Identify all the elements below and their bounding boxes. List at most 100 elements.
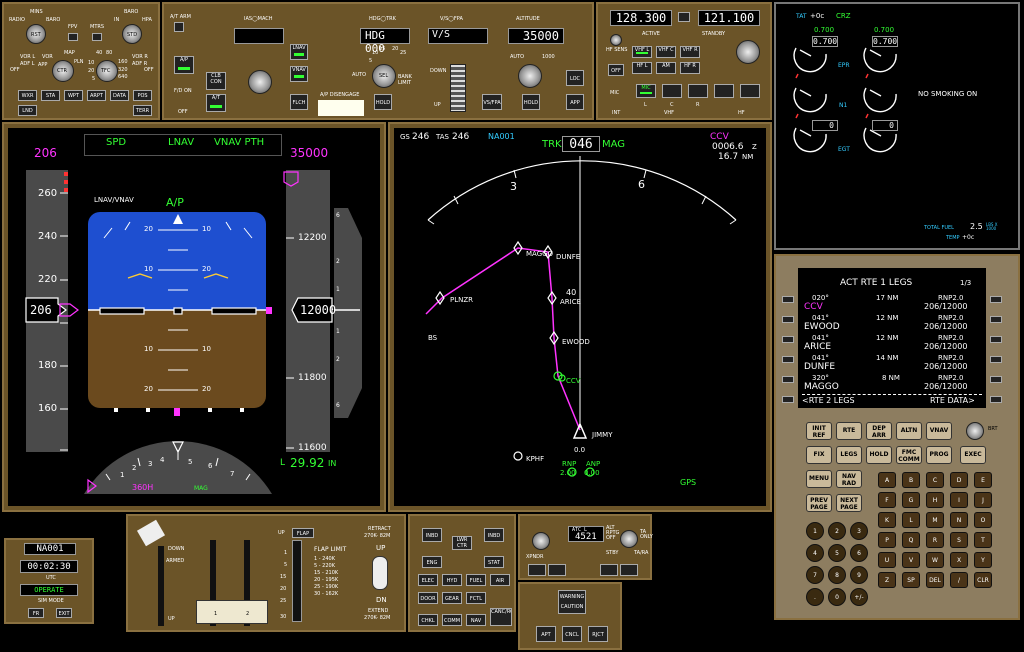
xpdr-ident-3[interactable] [600,564,618,576]
ap-disengage-bar[interactable] [318,100,364,116]
menu-key[interactable]: MENU [806,470,832,488]
prev-page-key[interactable]: PREV PAGE [806,494,832,512]
vs-wheel[interactable] [450,64,466,112]
transfer-button[interactable] [678,12,690,22]
flch-button[interactable]: FLCH [290,94,308,110]
master-warning-light[interactable]: WARNING CAUTION [558,590,586,614]
brightness-knob[interactable] [966,422,984,440]
altn-key[interactable]: ALTN [896,422,922,440]
range-selector-knob[interactable] [96,60,118,82]
alpha-key-p[interactable]: P [878,532,896,548]
next-page-key[interactable]: NEXT PAGE [836,494,862,512]
cancel-button[interactable]: CNCL [562,626,582,642]
alpha-key-j[interactable]: J [974,492,992,508]
hf-l-button[interactable]: HF L [632,62,652,74]
wpt-button[interactable]: WPT [64,90,83,101]
chkl-button[interactable]: CHKL [418,614,438,626]
lnav-button[interactable]: LNAV [290,44,308,60]
arpt-button[interactable]: ARPT [87,90,106,101]
alpha-key-y[interactable]: Y [974,552,992,568]
mic-vhf-c-button[interactable] [662,84,682,98]
fix-key[interactable]: FIX [806,446,832,464]
alpha-key-g[interactable]: G [902,492,920,508]
fctl-button[interactable]: FCTL [466,592,486,604]
alpha-key-v[interactable]: V [902,552,920,568]
exec-key[interactable]: EXEC [960,446,986,464]
mic-vhf-r-button[interactable] [688,84,708,98]
reject-button[interactable]: RJCT [588,626,608,642]
alpha-key-e[interactable]: E [974,472,992,488]
alpha-key-slash[interactable]: / [950,572,968,588]
init-ref-key[interactable]: INIT REF [806,422,832,440]
sta-button[interactable]: STA [41,90,60,101]
alpha-key-a[interactable]: A [878,472,896,488]
exit-button[interactable]: EXIT [56,608,72,618]
comm-button[interactable]: COMM [442,614,462,626]
alpha-key-sp[interactable]: SP [902,572,920,588]
dep-arr-key[interactable]: DEP ARR [866,422,892,440]
vhf-l-button[interactable]: VHF L [632,46,652,58]
clb-con-button[interactable]: CLB CON [206,72,226,90]
inbd-right-button[interactable]: INBD [484,528,504,542]
alpha-key-del[interactable]: DEL [926,572,944,588]
xpdr-ident-2[interactable] [548,564,566,576]
lsk-l6[interactable] [782,396,794,403]
elec-button[interactable]: ELEC [418,574,438,586]
num-key-8[interactable]: 8 [828,566,846,584]
fmc-comm-key[interactable]: FMC COMM [896,446,922,464]
hdg-hold-button[interactable]: HOLD [374,94,392,110]
eng-button[interactable]: ENG [422,556,442,568]
alpha-key-q[interactable]: Q [902,532,920,548]
alpha-key-u[interactable]: U [878,552,896,568]
tcas-mode-knob[interactable] [620,530,638,548]
lsk-r2[interactable] [990,316,1002,323]
am-button[interactable]: AM [656,62,676,74]
alpha-key-l[interactable]: L [902,512,920,528]
lsk-l6-label[interactable]: <RTE 2 LEGS [802,396,855,405]
lsk-r6-label[interactable]: RTE DATA> [930,396,975,405]
vhf-c-button[interactable]: VHF C [656,46,676,58]
alpha-key-b[interactable]: B [902,472,920,488]
fr-button[interactable]: FR [28,608,44,618]
alt-hold-button[interactable]: HOLD [522,94,540,110]
loc-button[interactable]: LOC [566,70,584,86]
alpha-key-f[interactable]: F [878,492,896,508]
num-key-7[interactable]: 7 [806,566,824,584]
alpha-key-m[interactable]: M [926,512,944,528]
alpha-key-c[interactable]: C [926,472,944,488]
alpha-key-n[interactable]: N [950,512,968,528]
alpha-key-z[interactable]: Z [878,572,896,588]
ias-knob[interactable] [248,70,272,94]
baro-knob[interactable] [122,24,142,44]
alpha-key-d[interactable]: D [950,472,968,488]
lsk-l4[interactable] [782,356,794,363]
lsk-r6[interactable] [990,396,1002,403]
lwr-ctr-button[interactable]: LWR CTR [452,536,472,550]
throttle-levers[interactable] [196,600,268,624]
alpha-key-w[interactable]: W [926,552,944,568]
wxr-button[interactable]: WXR [18,90,37,101]
canc-rcl-button[interactable]: CANC/RCL [490,608,512,626]
num-key-0[interactable]: 0 [828,588,846,606]
alpha-key-s[interactable]: S [950,532,968,548]
num-key-3[interactable]: 3 [850,522,868,540]
nav-rad-key[interactable]: NAV RAD [836,470,862,488]
rp-off-button[interactable]: OFF [608,64,624,76]
num-key-6[interactable]: 6 [850,544,868,562]
alpha-key-o[interactable]: O [974,512,992,528]
data-button[interactable]: DATA [110,90,129,101]
gear-lever[interactable] [372,556,388,590]
mic-hf-r-button[interactable] [740,84,760,98]
prog-key[interactable]: PROG [926,446,952,464]
ap-button[interactable]: A/P [174,56,194,74]
lsk-l2[interactable] [782,316,794,323]
vnav-key[interactable]: VNAV [926,422,952,440]
num-key-dot[interactable]: . [806,588,824,606]
apt-button[interactable]: APT [536,626,556,642]
num-key-plusminus[interactable]: +/- [850,588,868,606]
fuel-button[interactable]: FUEL [466,574,486,586]
vs-fpa-button[interactable]: VS/FPA [482,94,502,110]
pos-button[interactable]: POS [133,90,152,101]
num-key-4[interactable]: 4 [806,544,824,562]
app-button[interactable]: APP [566,94,584,110]
